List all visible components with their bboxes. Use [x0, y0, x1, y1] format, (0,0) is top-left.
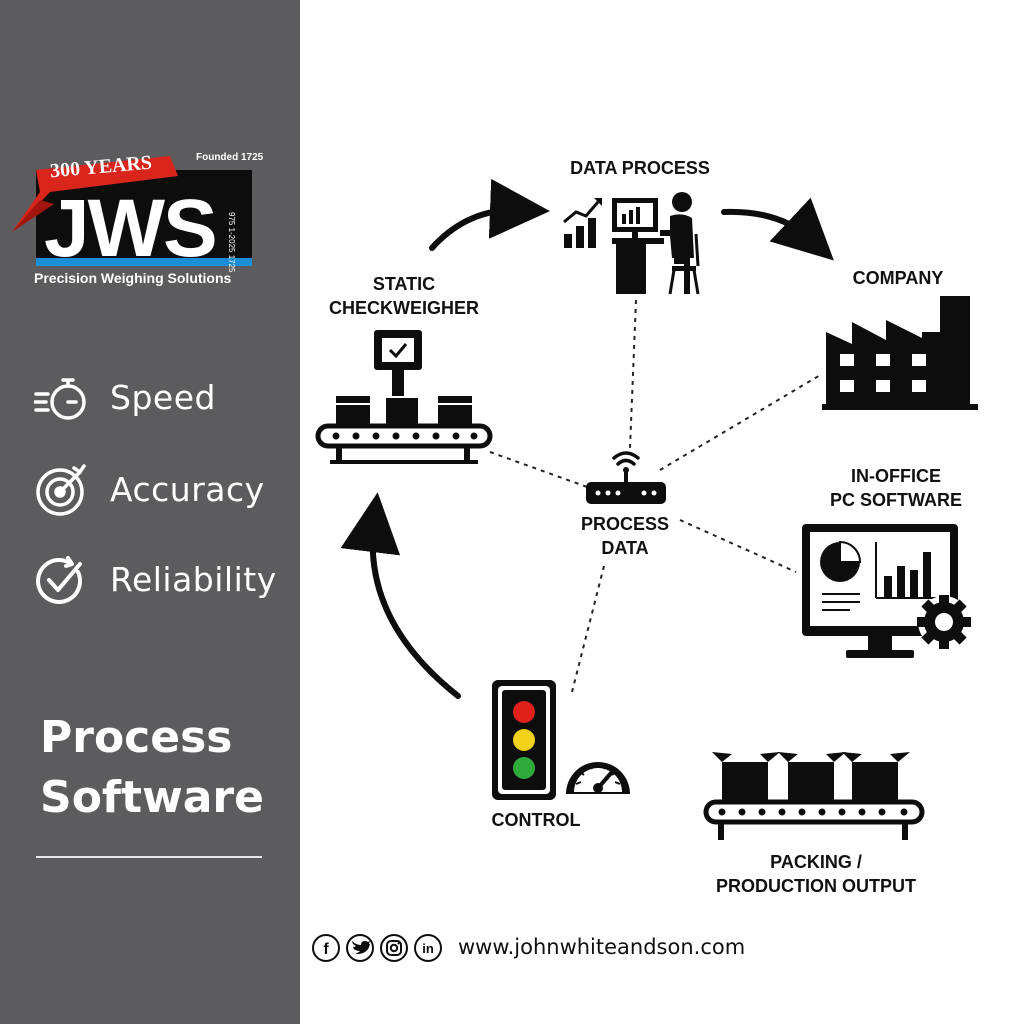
label-line: PC SOFTWARE — [829, 490, 962, 510]
link-pc-software — [679, 519, 797, 573]
label-line: PACKING / — [770, 852, 862, 872]
arrow-control-to-checkweigher — [340, 492, 461, 699]
facebook-icon[interactable]: f — [312, 934, 340, 962]
linkedin-icon[interactable]: in — [414, 934, 442, 962]
instagram-icon[interactable] — [380, 934, 408, 962]
brand-tagline: Precision Weighing Solutions — [34, 270, 232, 286]
label-company: COMPANY — [852, 268, 944, 288]
diagram-area: STATIC CHECKWEIGHER — [300, 0, 1024, 1024]
arrow-checkweigher-to-process — [429, 178, 550, 251]
svg-text:in: in — [422, 941, 434, 956]
svg-text:f: f — [323, 941, 329, 958]
twitter-icon[interactable] — [346, 934, 374, 962]
feature-label: Reliability — [110, 560, 277, 599]
label-static-checkweigher: STATIC CHECKWEIGHER — [320, 272, 488, 320]
label-control: CONTROL — [491, 810, 581, 830]
traffic-light-icon[interactable] — [490, 678, 560, 802]
section-title-line2: Software — [40, 772, 264, 823]
label-line: CHECKWEIGHER — [328, 298, 479, 318]
label-line: PRODUCTION OUTPUT — [716, 876, 916, 896]
diagram-connectors — [340, 178, 834, 699]
target-icon — [34, 462, 90, 518]
link-data-process — [629, 299, 637, 449]
brand-logo[interactable]: JWS — [10, 140, 290, 300]
checkweigher-icon[interactable] — [314, 326, 494, 468]
router-icon[interactable] — [584, 444, 668, 508]
section-title: Process Software — [40, 708, 264, 828]
website-link[interactable]: www.johnwhiteandson.com — [458, 935, 746, 959]
founded-text: Founded 1725 — [196, 152, 264, 163]
link-company — [659, 373, 823, 471]
feature-label: Speed — [110, 378, 216, 417]
social-links: f in — [310, 932, 446, 964]
label-line: DATA — [601, 538, 649, 558]
link-checkweigher — [489, 451, 591, 489]
check-circle-icon — [34, 552, 90, 608]
sidebar: JWS 300 YEARS Founded 1725 975 1-2025 17… — [0, 0, 300, 1024]
pc-software-icon[interactable] — [800, 522, 976, 662]
feature-reliability: Reliability — [34, 552, 284, 608]
label-process-data: PROCESS DATA — [560, 512, 690, 560]
label-line: PROCESS — [580, 514, 670, 534]
section-title-line1: Process — [40, 712, 233, 763]
feature-label: Accuracy — [110, 470, 265, 509]
title-divider — [36, 856, 262, 858]
link-control — [571, 565, 605, 693]
stopwatch-icon — [34, 374, 90, 424]
feature-speed: Speed — [34, 370, 284, 426]
factory-icon[interactable] — [822, 292, 978, 412]
label-line: STATIC — [372, 274, 436, 294]
arrow-process-to-company — [721, 197, 834, 261]
feature-accuracy: Accuracy — [34, 462, 284, 518]
svg-text:JWS: JWS — [44, 183, 216, 274]
data-process-icon[interactable] — [562, 190, 712, 298]
label-packing: PACKING / PRODUCTION OUTPUT — [706, 850, 926, 898]
logo-side-text: 975 1-2025 1725 — [227, 212, 236, 273]
label-data-process: DATA PROCESS — [570, 158, 710, 178]
gauge-icon[interactable] — [562, 742, 634, 798]
packing-conveyor-icon[interactable] — [702, 748, 926, 848]
label-line: IN-OFFICE — [851, 466, 941, 486]
label-in-office: IN-OFFICE PC SOFTWARE — [816, 464, 976, 512]
